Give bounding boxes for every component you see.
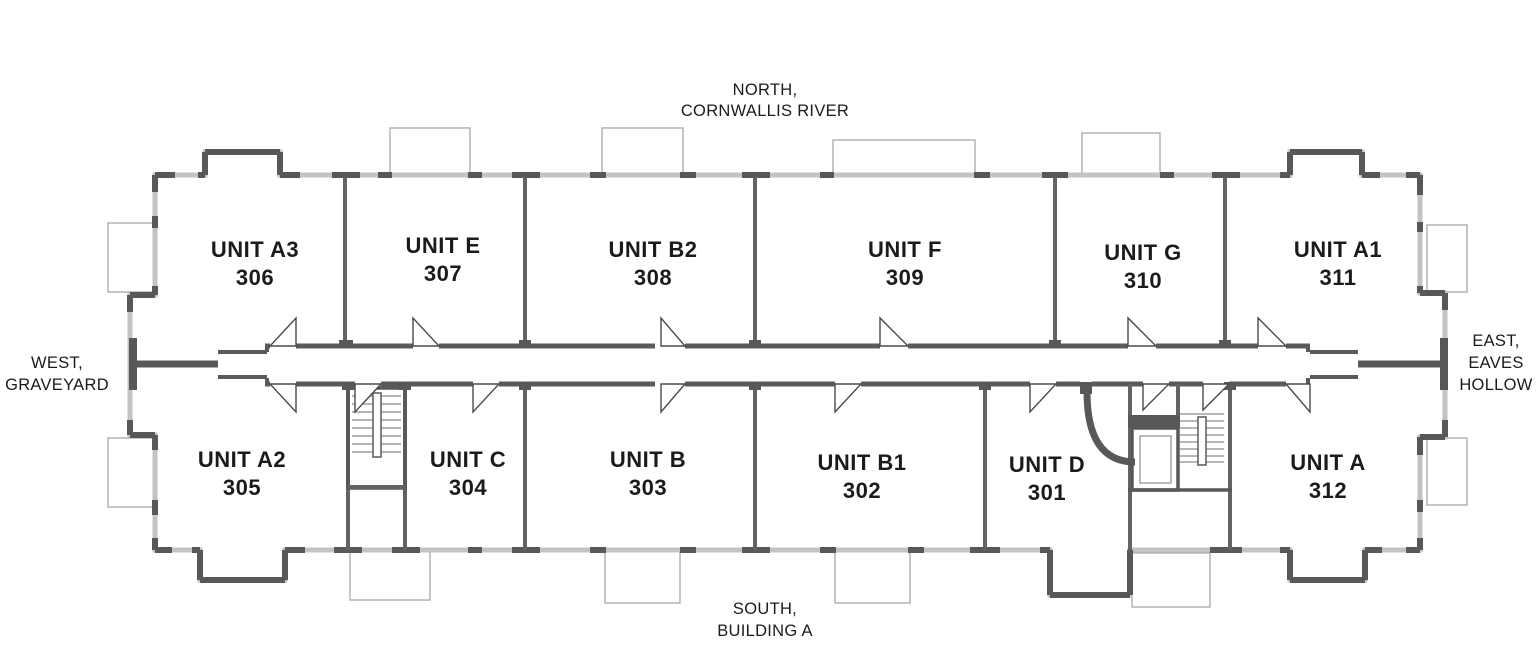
entry-west	[129, 338, 267, 390]
entry-east	[1310, 338, 1448, 390]
unit-label-311-name: UNIT A1	[1294, 237, 1382, 262]
unit-label-303-number: 303	[629, 475, 667, 500]
label-west-line1: WEST,	[31, 354, 83, 372]
unit-label-305-name: UNIT A2	[198, 447, 286, 472]
door-stair-east	[1202, 383, 1231, 412]
door-elevator-lobby	[1142, 383, 1171, 412]
label-east-line3: HOLLOW	[1459, 376, 1532, 394]
unit-label-306-number: 306	[236, 265, 274, 290]
door-unit-c	[472, 383, 501, 414]
balcony-east-lower	[1426, 437, 1468, 506]
door-unit-a2	[268, 383, 297, 414]
balcony-west-lower	[107, 437, 157, 508]
unit-label-302-name: UNIT B1	[817, 450, 906, 475]
unit-label-308-number: 308	[634, 265, 672, 290]
exterior-wall	[127, 149, 1448, 598]
unit-label-310-name: UNIT G	[1104, 240, 1182, 265]
label-south-line2: BUILDING A	[717, 622, 813, 640]
unit-label-301-name: UNIT D	[1009, 452, 1085, 477]
east-entry-wall	[1440, 338, 1448, 390]
unit-label-305-number: 305	[223, 475, 261, 500]
unit-label-307-number: 307	[424, 261, 462, 286]
stairwell-west-handrail	[372, 392, 382, 458]
partitions-north	[343, 177, 1227, 346]
unit-label-312-number: 312	[1309, 478, 1347, 503]
balcony-south-unit-b1	[834, 549, 911, 604]
label-east-line2: EAVES	[1468, 354, 1523, 372]
balcony-north-unit-e	[389, 127, 471, 176]
door-swings	[268, 316, 1311, 414]
balcony-south-unit-b	[604, 549, 681, 604]
label-north-line2: CORNWALLIS RIVER	[681, 102, 849, 120]
door-stair-west	[354, 383, 383, 414]
west-vestibule-walls	[218, 350, 267, 379]
door-unit-b2	[660, 316, 687, 347]
door-unit-b1	[834, 383, 863, 414]
label-east-line1: EAST,	[1472, 332, 1519, 350]
balcony-east-upper	[1426, 224, 1468, 293]
door-unit-a1	[1257, 316, 1288, 347]
unit-label-312-name: UNIT A	[1290, 450, 1366, 475]
balcony-west-upper	[107, 222, 157, 293]
door-unit-f	[879, 316, 910, 347]
door-unit-e	[412, 316, 441, 347]
exterior-wall-dark-segments	[127, 149, 1448, 598]
unit-label-306-name: UNIT A3	[211, 237, 299, 262]
balcony-north-unit-b2	[601, 127, 684, 176]
unit-label-307-name: UNIT E	[405, 233, 480, 258]
curved-wall-junction	[1080, 382, 1092, 394]
balcony-north-unit-g	[1081, 132, 1161, 176]
west-entry-wall	[129, 338, 137, 390]
unit-labels: UNIT A3 306 UNIT E 307 UNIT B2 308 UNIT …	[198, 233, 1382, 505]
label-west-line2: GRAVEYARD	[5, 376, 109, 394]
unit-label-311-number: 311	[1320, 265, 1357, 290]
elevator-car	[1139, 435, 1172, 484]
stair-core-east	[1080, 382, 1232, 492]
east-vestibule-walls	[1310, 350, 1358, 379]
unit-label-309-name: UNIT F	[868, 237, 942, 262]
corridor-end-walls	[265, 346, 1310, 384]
unit-label-310-number: 310	[1124, 268, 1162, 293]
unit-label-302-number: 302	[843, 478, 881, 503]
elevator-back-wall	[1128, 415, 1180, 428]
label-north-line1: NORTH,	[733, 81, 798, 99]
label-south-line1: SOUTH,	[733, 600, 797, 618]
door-unit-b	[660, 383, 687, 414]
door-unit-d	[1029, 383, 1058, 414]
balcony-south-core-east	[1131, 552, 1211, 608]
curved-wall	[1083, 391, 1136, 466]
door-unit-g	[1127, 316, 1158, 347]
door-unit-a	[1284, 383, 1311, 414]
unit-label-304-number: 304	[449, 475, 487, 500]
unit-label-308-name: UNIT B2	[608, 237, 697, 262]
unit-label-304-name: UNIT C	[430, 447, 506, 472]
unit-label-301-number: 301	[1028, 480, 1066, 505]
balcony-north-unit-f	[832, 139, 976, 176]
building-outline	[127, 149, 1448, 598]
compass-labels: NORTH, CORNWALLIS RIVER SOUTH, BUILDING …	[5, 81, 1532, 640]
door-unit-a3	[268, 316, 297, 347]
unit-label-309-number: 309	[886, 265, 924, 290]
unit-label-303-name: UNIT B	[610, 447, 686, 472]
stairwell-east-handrail	[1197, 416, 1207, 466]
balcony-south-stair-west	[349, 549, 431, 601]
